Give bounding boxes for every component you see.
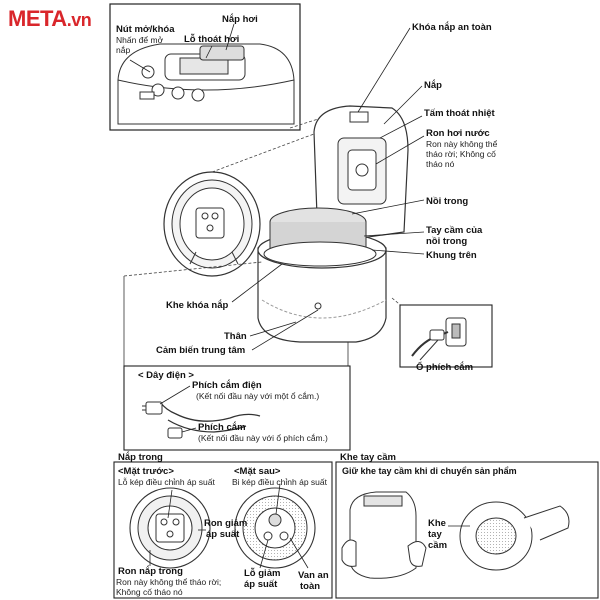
cord-box-title: < Dây điện > [138, 370, 194, 381]
label-pot-handle-2: nồi trong [426, 236, 468, 247]
label-open-button-note-2: nắp [116, 45, 131, 55]
label-handle-slot-2: tay [428, 529, 442, 540]
label-plug-socket: Ổ phích cắm [416, 362, 474, 373]
label-steam-gasket-note-1: Ron này không thể [426, 139, 498, 149]
handle-box [335, 461, 599, 599]
label-reduce-hole-1: Lỗ giảm [244, 568, 281, 579]
label-pressure-gasket-1: Ron giảm [204, 518, 248, 529]
label-inner-gasket: Ron nắp trong [118, 566, 183, 577]
main-leader-lines [231, 27, 425, 351]
label-steam-gasket-note-2: tháo rời; Không cố [426, 149, 496, 159]
label-steam-gasket: Ron hơi nước [426, 128, 490, 139]
label-steam-gasket-note-3: tháo nó [426, 159, 455, 169]
brand-logo: META.vn [8, 6, 92, 31]
label-steam-vent: Lỗ thoát hơi [184, 34, 240, 45]
label-safety-valve-2: toàn [300, 581, 321, 592]
handle-box-instruction: Giữ khe tay cầm khi di chuyển sản phẩm [342, 466, 517, 476]
label-reduce-hole-2: áp suất [244, 579, 278, 590]
cooker-body [257, 105, 409, 343]
label-appliance-plug-note: (Kết nối đầu này với ổ phích cắm.) [198, 433, 328, 443]
label-heat-plate: Tấm thoát nhiệt [424, 108, 495, 119]
label-pot-handle-1: Tay cầm của [426, 225, 483, 236]
label-appliance-plug: Phích cắm [198, 422, 246, 433]
handle-box-title: Khe tay cầm [340, 452, 396, 463]
label-lid-lock-slot: Khe khóa nắp [166, 300, 229, 311]
inner-lid-exploded [163, 171, 261, 277]
inner-lid-title: Nắp trong [118, 452, 163, 463]
label-upper-frame: Khung trên [426, 250, 477, 261]
top-detail-box [109, 3, 301, 131]
label-power-plug-note: (Kết nối đầu này với một ổ cắm.) [196, 391, 320, 401]
label-center-sensor: Cảm biến trung tâm [156, 345, 246, 356]
label-safety-lock: Khóa nắp an toàn [412, 22, 492, 33]
label-lid: Nắp [424, 80, 442, 91]
label-safety-valve-1: Van an [298, 570, 329, 581]
inner-lid-back-note: Bi kép điều chỉnh áp suất [232, 477, 327, 487]
inner-lid-front-note: Lỗ kép điều chỉnh áp suất [118, 477, 215, 487]
label-open-button: Nút mở/khóa [116, 24, 175, 35]
label-inner-pot: Nồi trong [426, 196, 469, 207]
label-open-button-note-1: Nhấn để mở [116, 35, 164, 45]
label-inner-gasket-note-1: Ron này không thể tháo rời; [116, 577, 222, 587]
inner-lid-box [113, 461, 333, 599]
label-handle-slot-1: Khe [428, 518, 446, 529]
label-power-plug: Phích cắm điện [192, 380, 262, 391]
inner-lid-back-title: <Mặt sau> [234, 466, 281, 477]
label-inner-gasket-note-2: Không cố tháo nó [116, 587, 183, 597]
inner-lid-front-title: <Mặt trước> [118, 466, 174, 477]
label-pressure-gasket-2: áp suất [206, 529, 240, 540]
label-body: Thân [224, 331, 247, 342]
label-handle-slot-3: cầm [428, 540, 448, 551]
cord-box [123, 365, 351, 451]
plug-socket-box [391, 297, 493, 368]
label-steam-cover: Nắp hơi [222, 14, 258, 25]
